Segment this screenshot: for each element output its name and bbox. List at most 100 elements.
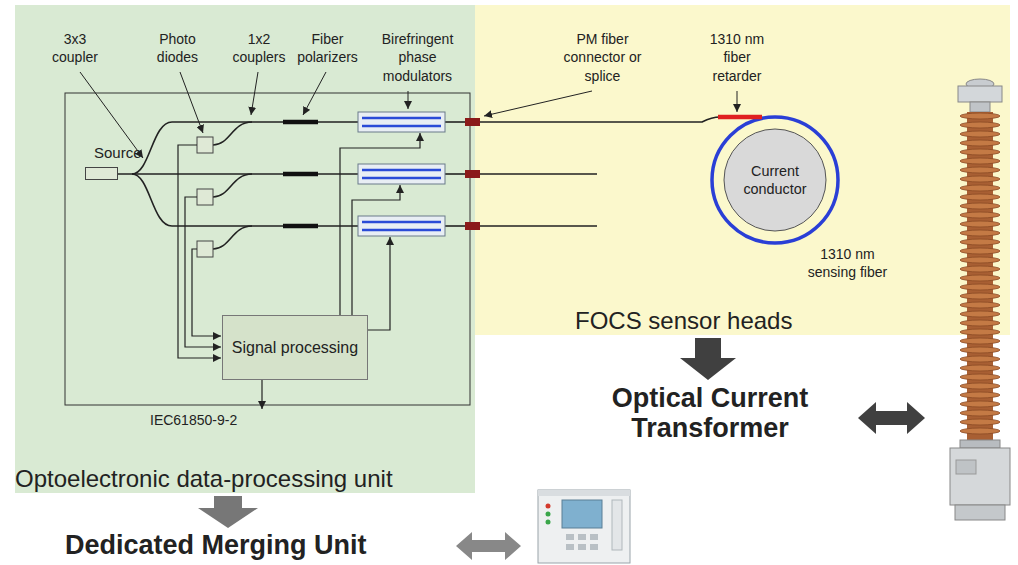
leader-lines xyxy=(80,72,737,158)
drawing-part xyxy=(737,91,738,112)
drawing-part xyxy=(445,225,465,227)
drawing-part xyxy=(358,216,445,236)
drawing-part xyxy=(578,534,586,540)
drawing-part xyxy=(858,402,925,434)
drawing-part xyxy=(213,174,252,197)
drawing-part xyxy=(960,239,1000,245)
part-label: Fiber polarizers xyxy=(290,30,365,67)
drawing-part xyxy=(958,86,1002,102)
part-label: 1310 nm fiber retarder xyxy=(706,30,768,85)
drawing-part xyxy=(538,490,630,496)
drawing-part xyxy=(960,257,1000,263)
drawing-part xyxy=(960,266,1000,272)
drawing-part xyxy=(578,544,586,550)
process-box: Signal processing xyxy=(222,315,368,380)
unit-housing xyxy=(65,93,470,405)
drawing-part xyxy=(960,338,1000,344)
source-box: Source xyxy=(85,167,118,180)
drawing-part xyxy=(960,320,1000,326)
drawing-part xyxy=(465,170,480,178)
drawing-part xyxy=(283,120,318,125)
region-grounds xyxy=(15,5,1010,493)
drawing-part xyxy=(960,365,1000,371)
node-label: Current conductor xyxy=(723,162,827,198)
drawing-part xyxy=(475,5,1010,335)
part-label: Birefringent phase modulators xyxy=(370,30,465,85)
drawing-part xyxy=(960,167,1000,173)
drawing-part xyxy=(180,72,203,133)
drawing-part xyxy=(960,131,1000,137)
drawing-part xyxy=(562,500,602,528)
drawing-part xyxy=(960,284,1000,290)
drawing-part xyxy=(362,221,441,224)
drawing-part xyxy=(960,329,1000,335)
drawing-part xyxy=(960,440,1000,448)
fiber-polarizers xyxy=(283,122,318,226)
drawing-part xyxy=(960,185,1000,191)
region-title: FOCS sensor heads xyxy=(575,307,792,335)
node-label: Signal processing xyxy=(232,338,358,358)
drawing-part xyxy=(960,176,1000,182)
drawing-part xyxy=(362,229,441,232)
drawing-part xyxy=(303,72,326,115)
drawing-part xyxy=(480,117,720,122)
part-label: PM fiber connector or splice xyxy=(555,30,650,85)
drawing-part xyxy=(960,230,1000,236)
drawing-part xyxy=(960,383,1000,389)
drawing-part xyxy=(192,249,221,336)
part-label: 1x2 couplers xyxy=(228,30,290,67)
drawing-part xyxy=(358,164,445,184)
drawing-part xyxy=(197,241,213,257)
conductor-circle: Current conductor xyxy=(723,128,827,232)
drawing-part xyxy=(198,496,258,528)
photo-diodes xyxy=(197,137,213,257)
sensing-loop xyxy=(712,117,838,243)
drawing-part xyxy=(261,380,262,409)
drawing-part xyxy=(178,145,221,358)
phase-modulators xyxy=(358,112,445,236)
part-label: 1310 nm sensing fiber xyxy=(800,245,895,282)
drawing-part xyxy=(340,133,420,315)
drawing-part xyxy=(197,137,213,153)
drawing-part xyxy=(960,302,1000,308)
drawing-part xyxy=(283,224,318,229)
drawing-part xyxy=(960,140,1000,146)
drawing-part xyxy=(960,113,1000,434)
fiber-lines xyxy=(118,117,720,249)
drawing-part xyxy=(362,177,441,180)
drawing-part xyxy=(960,293,1000,299)
drawing-part xyxy=(970,102,990,112)
drawing-part xyxy=(718,115,762,120)
part-label: 3x3 coupler xyxy=(45,30,105,67)
drawing-part xyxy=(960,149,1000,155)
part-label: Photo diodes xyxy=(150,30,205,67)
drawing-part xyxy=(408,91,409,109)
drawing-part xyxy=(362,125,441,128)
drawing-part xyxy=(960,374,1000,380)
drawing-part xyxy=(960,428,1000,434)
drawing-part xyxy=(445,121,465,123)
drawing-part xyxy=(612,500,622,550)
region-title: Optoelectronic data-processing unit xyxy=(15,465,393,493)
conductor-shape xyxy=(724,129,826,231)
drawing-part xyxy=(960,113,1000,119)
drawing-part xyxy=(960,275,1000,281)
drawing-part xyxy=(955,505,1005,520)
drawing-part xyxy=(960,311,1000,317)
drawing-part xyxy=(960,122,1000,128)
circle-outline xyxy=(723,128,827,232)
drawing-part xyxy=(960,392,1000,398)
drawing-part xyxy=(185,197,221,347)
drawing-part xyxy=(480,225,597,227)
drawing-part xyxy=(546,520,551,525)
drawing-part xyxy=(546,512,551,517)
drawing-part xyxy=(538,490,630,563)
drawing-part xyxy=(132,174,358,226)
drawing-part xyxy=(251,72,258,115)
drawing-part xyxy=(456,532,521,560)
drawing-part xyxy=(65,93,470,405)
source-label: Source xyxy=(94,144,142,162)
drawing-part xyxy=(358,112,445,132)
drawing-part xyxy=(590,534,598,540)
drawing-part xyxy=(960,212,1000,218)
